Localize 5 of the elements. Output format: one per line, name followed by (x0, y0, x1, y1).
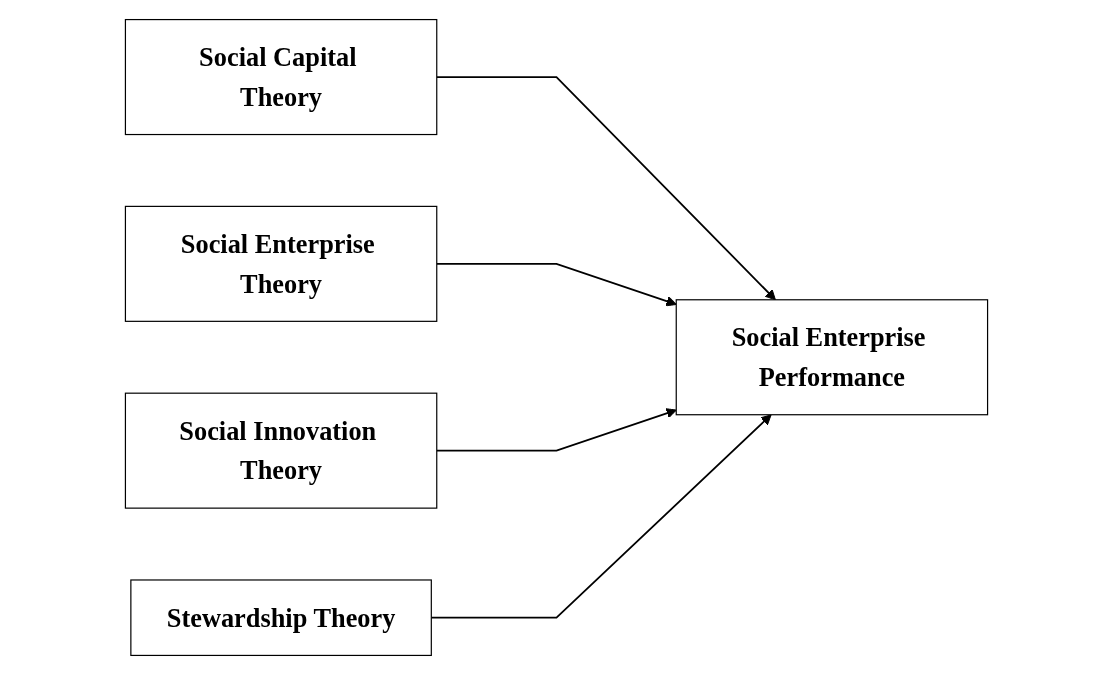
node-box: Social Enterprise Theory (124, 205, 438, 322)
node-box: Social Capital Theory (124, 18, 438, 136)
node-box: Social Innovation Theory (124, 392, 438, 509)
node-box: Social Enterprise Performance (675, 299, 989, 416)
node-box: Stewardship Theory (130, 579, 432, 656)
